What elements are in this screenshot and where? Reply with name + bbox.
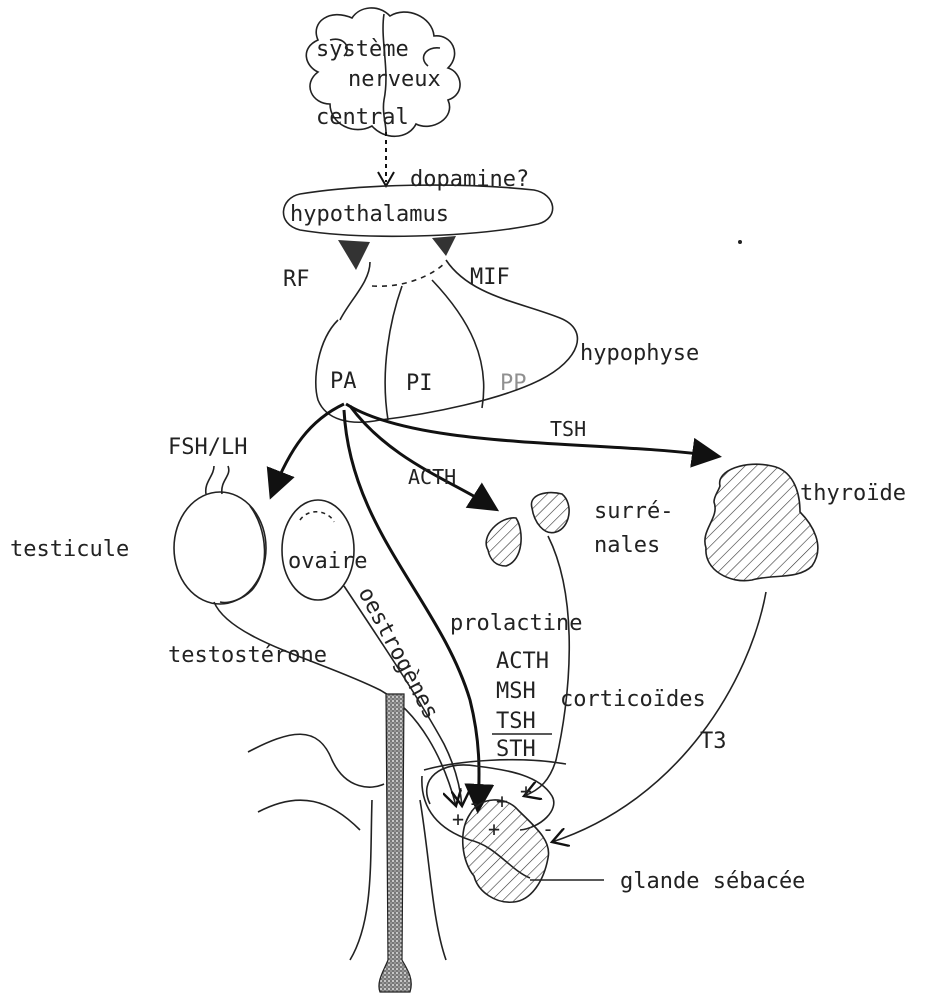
plus-sign-1: + bbox=[452, 807, 464, 831]
hypophyse-outline bbox=[316, 260, 578, 422]
thyroid-line bbox=[552, 592, 766, 842]
cns-label-1: système bbox=[316, 37, 409, 62]
brain-fold-2 bbox=[424, 48, 440, 66]
rf-label: RF bbox=[283, 267, 310, 292]
t3-label: T3 bbox=[700, 729, 727, 754]
plus-sign-3: + bbox=[496, 789, 508, 813]
testicule-label: testicule bbox=[10, 537, 129, 562]
glande-label: glande sébacée bbox=[620, 869, 805, 894]
adrenal-right bbox=[531, 493, 569, 533]
dermis-left bbox=[258, 800, 360, 830]
acth-top-label: ACTH bbox=[408, 465, 456, 489]
minus-sign-2: - bbox=[542, 817, 554, 841]
hypothalamus-label: hypothalamus bbox=[290, 202, 449, 227]
sebaceous-gland bbox=[463, 800, 549, 902]
tsh-arrow bbox=[346, 404, 716, 456]
hypophyse-divider-1 bbox=[385, 286, 402, 420]
ovaire-label: ovaire bbox=[288, 549, 367, 574]
pi-label: PI bbox=[406, 371, 433, 396]
pa-label: PA bbox=[330, 369, 357, 394]
hair-shaft bbox=[379, 694, 411, 992]
tsh-mid-label: TSH bbox=[496, 709, 536, 734]
sth-label: STH bbox=[496, 737, 536, 762]
skin-left bbox=[248, 734, 384, 787]
hypophyse-label: hypophyse bbox=[580, 341, 699, 366]
pp-label: PP bbox=[500, 371, 527, 396]
stray-dot bbox=[738, 240, 742, 244]
stalk-left bbox=[340, 262, 370, 320]
tsh-top-label: TSH bbox=[550, 417, 586, 441]
plus-sign-2: + bbox=[488, 817, 500, 841]
corticoides-label: corticoïdes bbox=[560, 687, 706, 712]
ovaire-follicle bbox=[300, 512, 334, 522]
prolactine-label: prolactine bbox=[450, 611, 582, 636]
fsh-lh-label: FSH/LH bbox=[168, 435, 247, 460]
cns-label-3: central bbox=[316, 105, 409, 130]
hypophyse-divider-2 bbox=[432, 280, 484, 408]
surrenales-label-2: nales bbox=[594, 533, 660, 558]
cns-label-2: nerveux bbox=[348, 67, 441, 92]
minus-sign-1: - bbox=[468, 791, 480, 815]
testosterone-label: testostérone bbox=[168, 643, 327, 668]
rf-triangle bbox=[338, 240, 370, 270]
surrenales-label-1: surré- bbox=[594, 499, 673, 524]
thyroide-label: thyroïde bbox=[800, 481, 906, 506]
adrenal-left bbox=[486, 518, 521, 566]
mif-triangle bbox=[432, 236, 456, 256]
plus-sign-4: + bbox=[520, 779, 532, 803]
follicle-right bbox=[420, 800, 446, 960]
acth-mid-label: ACTH bbox=[496, 649, 549, 674]
msh-label: MSH bbox=[496, 679, 536, 704]
